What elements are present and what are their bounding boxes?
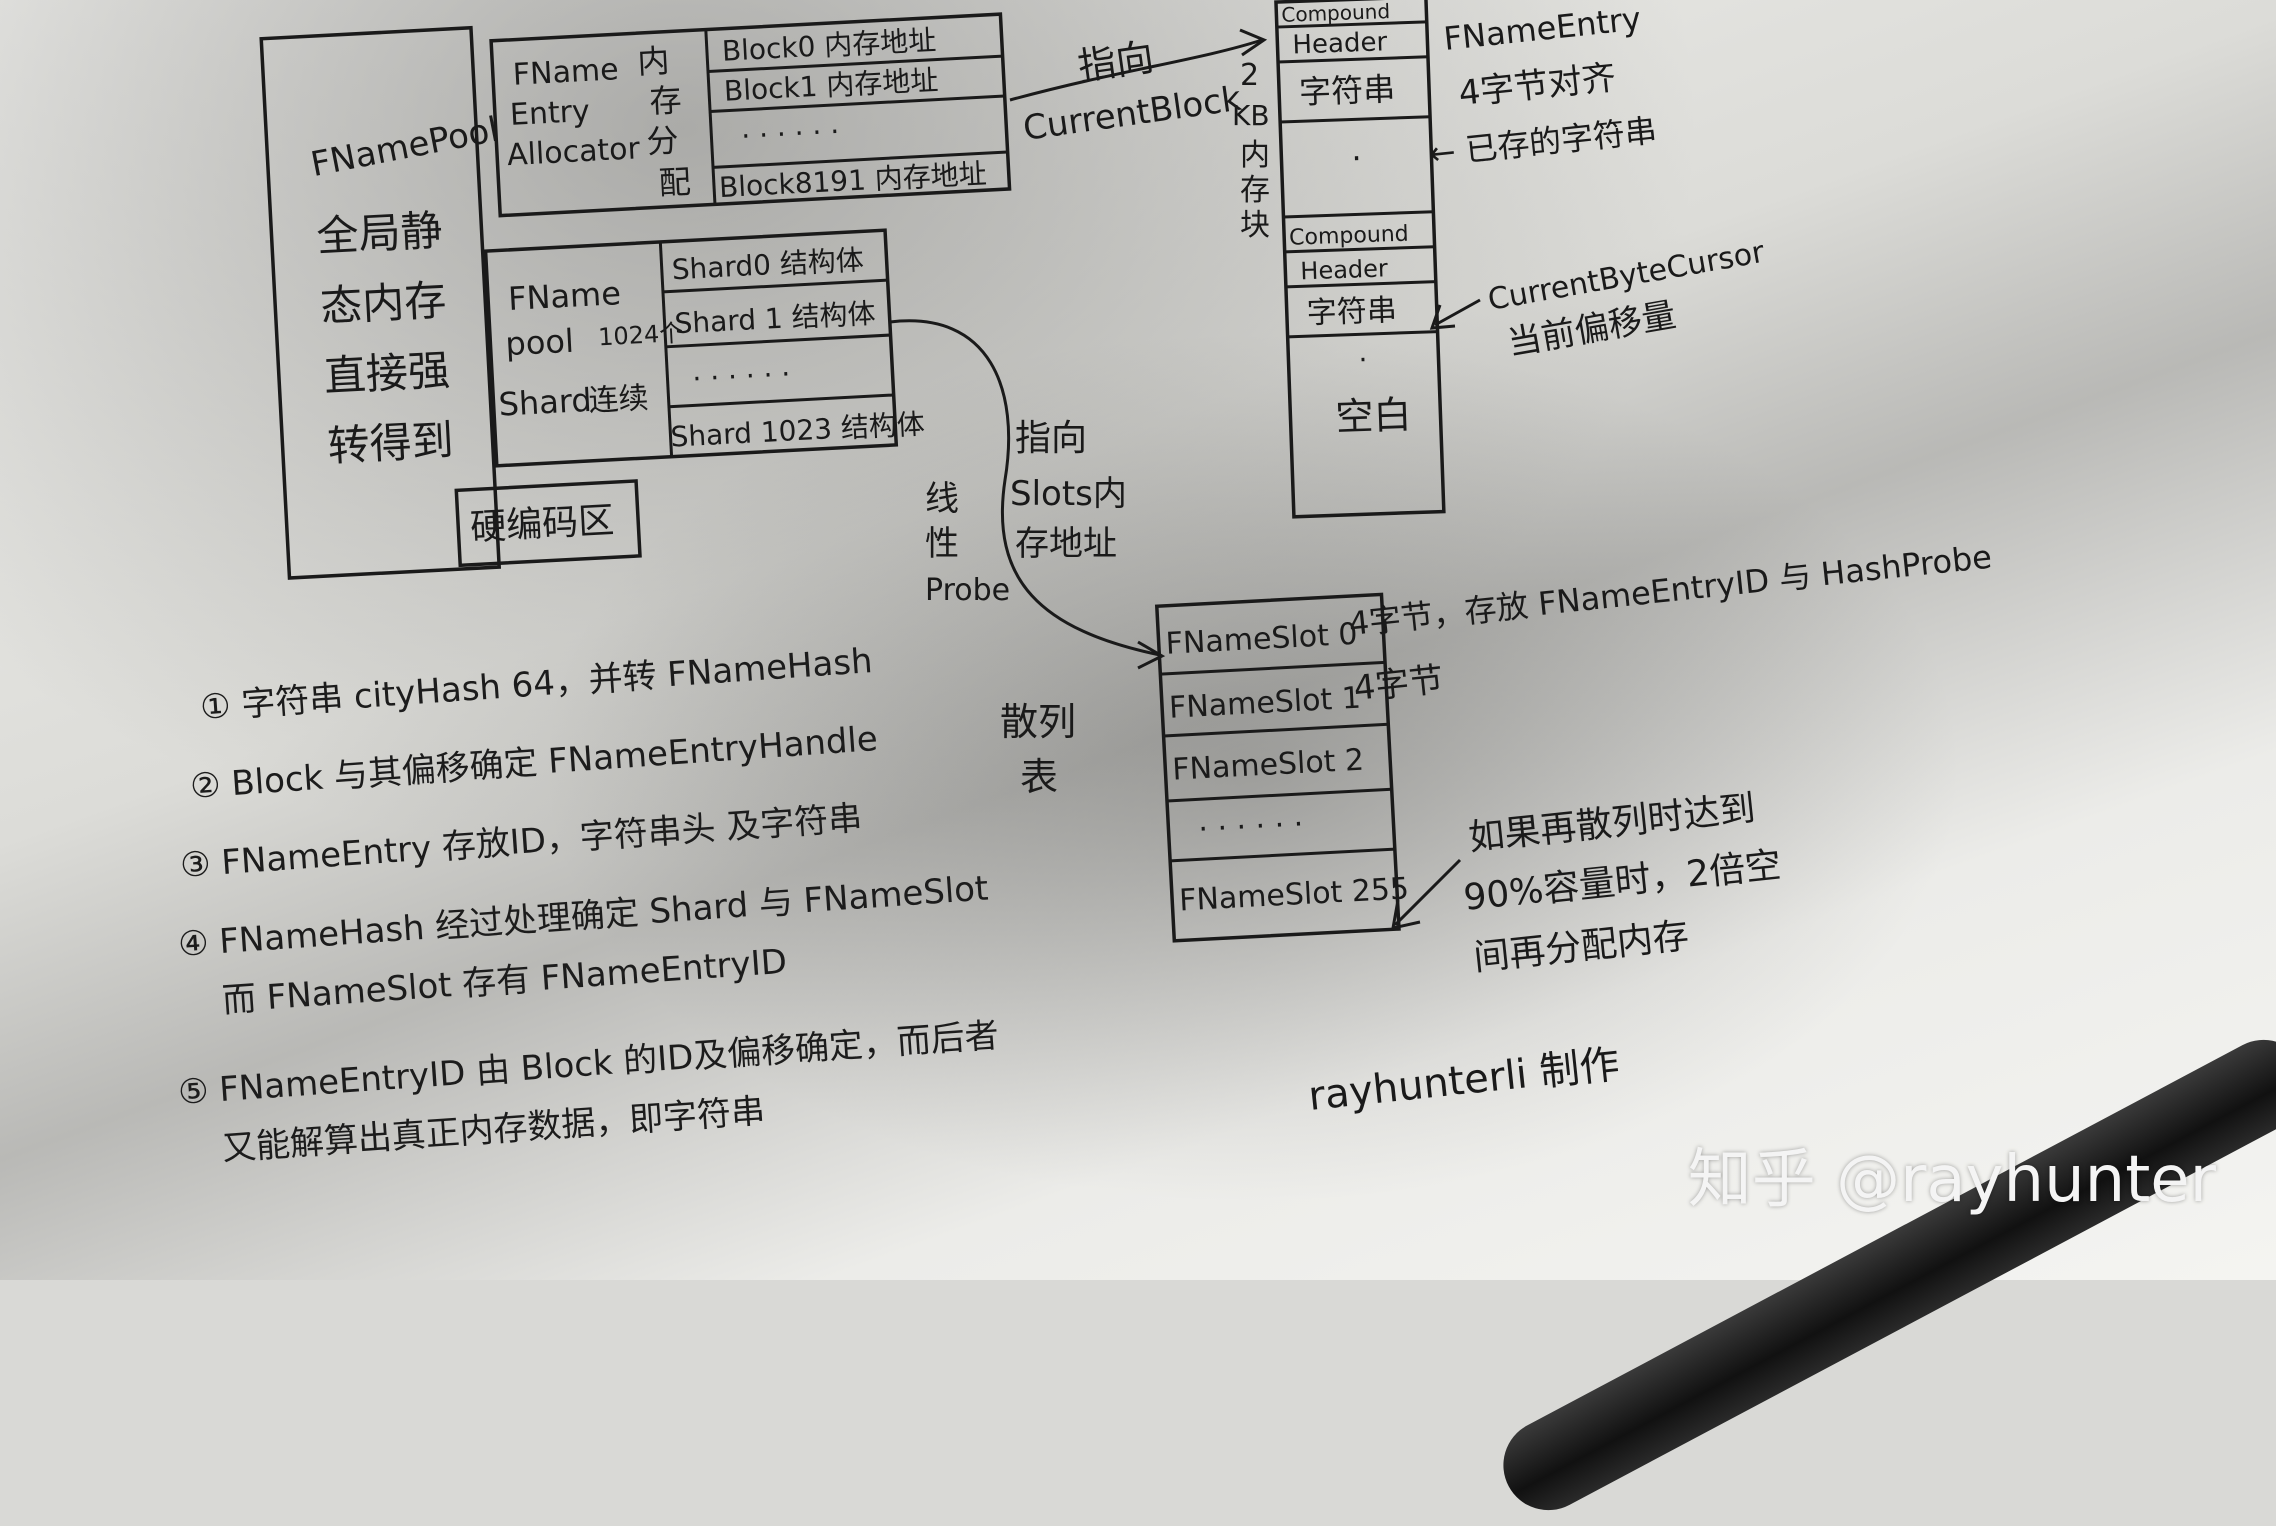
slot-note-1: 4字节 bbox=[1352, 660, 1445, 709]
shard-group: FName pool Shard 1024个 连续 Shard0 结构体 Sha… bbox=[483, 228, 926, 468]
slots-arrow-1: Slots内 bbox=[1010, 474, 1127, 514]
table-label-1: 表 bbox=[1020, 755, 1058, 799]
paper-background bbox=[0, 0, 2276, 1280]
allocator-row-2: · · · · · · bbox=[741, 115, 840, 153]
block-cell-2: 字符串 bbox=[1298, 70, 1395, 111]
step-2-text: Block 与其偏移确定 FNameEntryHandle bbox=[230, 718, 880, 805]
steps-list: ① 字符串 cityHash 64，并转 FNameHash ② Block 与… bbox=[177, 641, 1080, 1203]
stored-note: ← 已存的字符串 bbox=[1427, 111, 1659, 173]
step-4: ④ FNameHash 经过处理确定 Shard 与 FNameSlot 而 F… bbox=[176, 854, 1081, 1025]
step-5: ⑤ FNameEntryID 由 Block 的ID及偏移确定，而后者 又能解算… bbox=[176, 1002, 1081, 1173]
block-size-4: 块 bbox=[1240, 208, 1270, 243]
hardcode-label: 硬编码区 bbox=[469, 500, 615, 548]
shard-label-0: FName bbox=[507, 274, 622, 318]
watermark: 知乎 @rayhunter bbox=[1687, 1143, 2216, 1217]
block-cell-4: Compound bbox=[1289, 222, 1409, 251]
slot-row-1: FNameSlot 1 bbox=[1168, 681, 1361, 726]
slot-row-0: FNameSlot 0 bbox=[1165, 617, 1358, 662]
block-size-3: 存 bbox=[1240, 173, 1270, 208]
probe-1: 性 bbox=[925, 524, 959, 564]
block-arrow-label: 指向 bbox=[1075, 35, 1156, 89]
block-size-0: 2 bbox=[1240, 58, 1259, 93]
block-size-2: 内 bbox=[1240, 138, 1270, 173]
step-2-num: ② bbox=[188, 764, 223, 807]
pool-desc-3: 转得到 bbox=[326, 415, 454, 471]
block-cell-0: Compound bbox=[1281, 0, 1390, 27]
step-4-num: ④ bbox=[176, 922, 210, 966]
grow-arrowhead bbox=[1391, 899, 1421, 930]
arrow-to-slots bbox=[889, 319, 1161, 657]
block-size-1: KB bbox=[1232, 99, 1270, 132]
allocator-side-1: 存 bbox=[648, 81, 682, 121]
shard-count: 1024个 bbox=[598, 319, 684, 351]
author: rayhunterli 制作 bbox=[1306, 1042, 1621, 1120]
grow-note-2: 间再分配内存 bbox=[1472, 916, 1691, 979]
slot-row-4: FNameSlot 255 bbox=[1178, 871, 1410, 918]
shard-row-0: Shard0 结构体 bbox=[671, 243, 865, 286]
allocator-side-2: 分 bbox=[646, 121, 680, 161]
arrow-to-block bbox=[1009, 38, 1263, 102]
step-3-num: ③ bbox=[178, 843, 213, 886]
slot-row-3: · · · · · · bbox=[1198, 807, 1305, 847]
table-label-0: 散列 bbox=[1000, 700, 1076, 744]
shard-side: 连续 bbox=[588, 381, 650, 419]
allocator-label-0: FName bbox=[512, 52, 619, 92]
allocator-label-1: Entry bbox=[509, 94, 591, 133]
block-cell-3: · bbox=[1351, 139, 1362, 177]
pool-desc-1: 态内存 bbox=[319, 275, 447, 331]
allocator-side-3: 配 bbox=[658, 163, 692, 203]
step-3-text: FNameEntry 存放ID，字符串头 及字符串 bbox=[220, 798, 864, 884]
memory-block: Compound Header 字符串 · Compound Header 字符… bbox=[1274, 0, 1446, 519]
step-5-num: ⑤ bbox=[176, 1070, 210, 1114]
grow-arrow bbox=[1393, 858, 1462, 927]
allocator-side-0: 内 bbox=[636, 42, 670, 82]
pool-title: FNamePool bbox=[308, 109, 502, 185]
slot-row-2: FNameSlot 2 bbox=[1171, 743, 1364, 788]
step-1-num: ① bbox=[198, 685, 233, 728]
slots-arrow-2: 存地址 bbox=[1015, 524, 1117, 564]
slot-table: FNameSlot 0 FNameSlot 1 FNameSlot 2 · · … bbox=[1154, 592, 1410, 943]
shard-row-2: · · · · · · bbox=[692, 357, 791, 395]
arrowhead-slots bbox=[1137, 640, 1166, 670]
entry-note-0: FNameEntry bbox=[1442, 0, 1643, 58]
pool-desc-0: 全局静 bbox=[315, 206, 443, 262]
slot-note-0: 4字节，存放 FNameEntryID 与 HashProbe bbox=[1347, 538, 1994, 643]
diagram: FNamePool 全局静 态内存 直接强 转得到 FName Entry Al… bbox=[259, 0, 1994, 1120]
block-cell-5: Header bbox=[1300, 254, 1388, 285]
block-cell-1: Header bbox=[1292, 27, 1388, 60]
grow-note-0: 如果再散列时达到 bbox=[1467, 788, 1758, 859]
arrowhead-block bbox=[1239, 28, 1268, 57]
cursor-arrowhead bbox=[1429, 304, 1456, 330]
block-cell-8: 空白 bbox=[1335, 393, 1413, 440]
shard-label-1: pool bbox=[504, 322, 574, 364]
shard-label-2: Shard bbox=[498, 381, 593, 424]
pool-desc-2: 直接强 bbox=[323, 345, 451, 401]
hardcode-box: 硬编码区 bbox=[454, 479, 642, 568]
probe-0: 线 bbox=[925, 479, 959, 519]
cursor-arrow bbox=[1434, 298, 1481, 327]
entry-note-1: 4字节对齐 bbox=[1457, 58, 1618, 114]
shard-row-1: Shard 1 结构体 bbox=[674, 297, 877, 340]
block-cell-7: · bbox=[1358, 343, 1368, 376]
slots-arrow-0: 指向 bbox=[1015, 418, 1087, 459]
probe-2: Probe bbox=[925, 573, 1010, 608]
allocator-label-2: Allocator bbox=[506, 131, 641, 173]
grow-note-1: 90%容量时，2倍空 bbox=[1462, 845, 1783, 919]
pool-box: FNamePool 全局静 态内存 直接强 转得到 bbox=[259, 25, 502, 580]
block-cell-6: 字符串 bbox=[1306, 293, 1397, 331]
allocator-group: FName Entry Allocator 内 存 分 配 Block0 内存地… bbox=[489, 12, 1012, 218]
